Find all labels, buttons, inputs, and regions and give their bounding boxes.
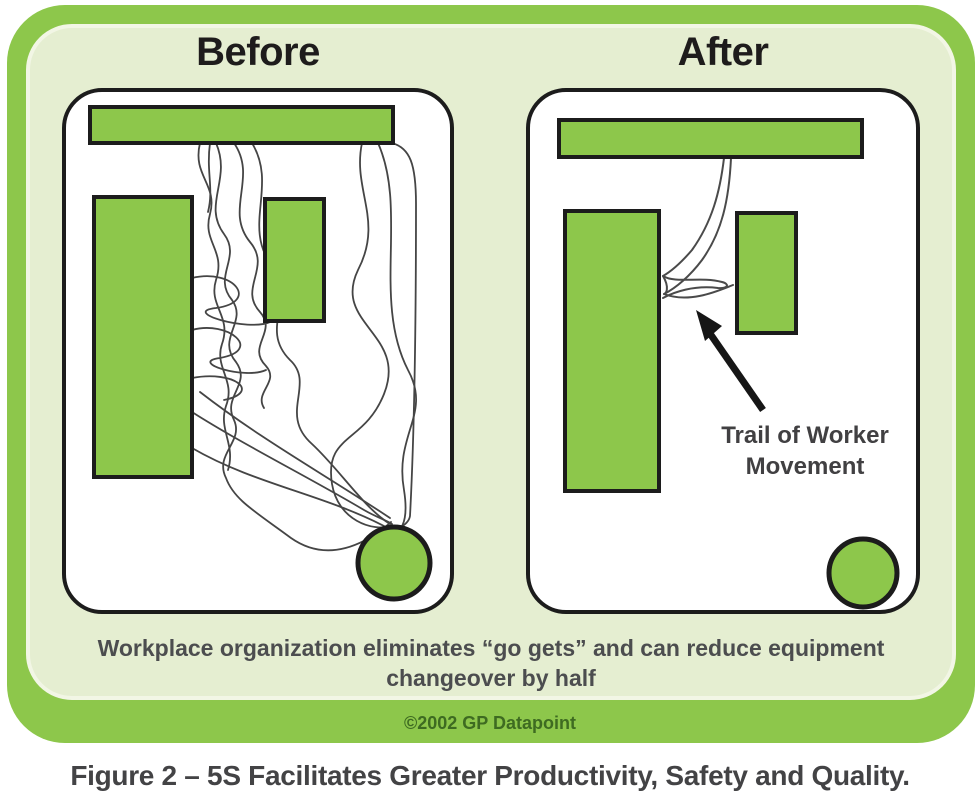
trail-of-worker-label: Trail of Worker Movement xyxy=(698,420,912,482)
after-station-circle xyxy=(826,536,900,610)
before-workbench-bar xyxy=(88,105,395,145)
before-title: Before xyxy=(196,29,320,74)
before-diagram xyxy=(88,105,433,602)
before-station-circle xyxy=(355,524,433,602)
figure-caption: Figure 2 – 5S Facilitates Greater Produc… xyxy=(70,760,910,791)
annotation-arrow-icon xyxy=(696,310,766,412)
after-machine-large xyxy=(563,209,661,493)
workplace-caption: Workplace organization eliminates “go ge… xyxy=(26,633,956,693)
trail-label-line2: Movement xyxy=(745,453,865,480)
after-workbench-bar xyxy=(557,118,864,159)
copyright-text: ©2002 GP Datapoint xyxy=(404,713,576,733)
after-title: After xyxy=(677,29,769,74)
trail-label-line1: Trail of Worker xyxy=(721,422,889,449)
before-workplace-panel xyxy=(62,88,454,614)
caption-line2: changeover by half xyxy=(386,665,596,691)
worker-trail xyxy=(662,157,734,299)
caption-line1: Workplace organization eliminates “go ge… xyxy=(97,635,885,661)
before-machine-large xyxy=(92,195,194,479)
before-machine-small xyxy=(263,197,326,323)
after-workplace-panel: Trail of Worker Movement xyxy=(526,88,920,614)
after-machine-small xyxy=(735,211,798,335)
spaghetti-trails xyxy=(191,142,417,552)
after-diagram xyxy=(557,118,900,610)
